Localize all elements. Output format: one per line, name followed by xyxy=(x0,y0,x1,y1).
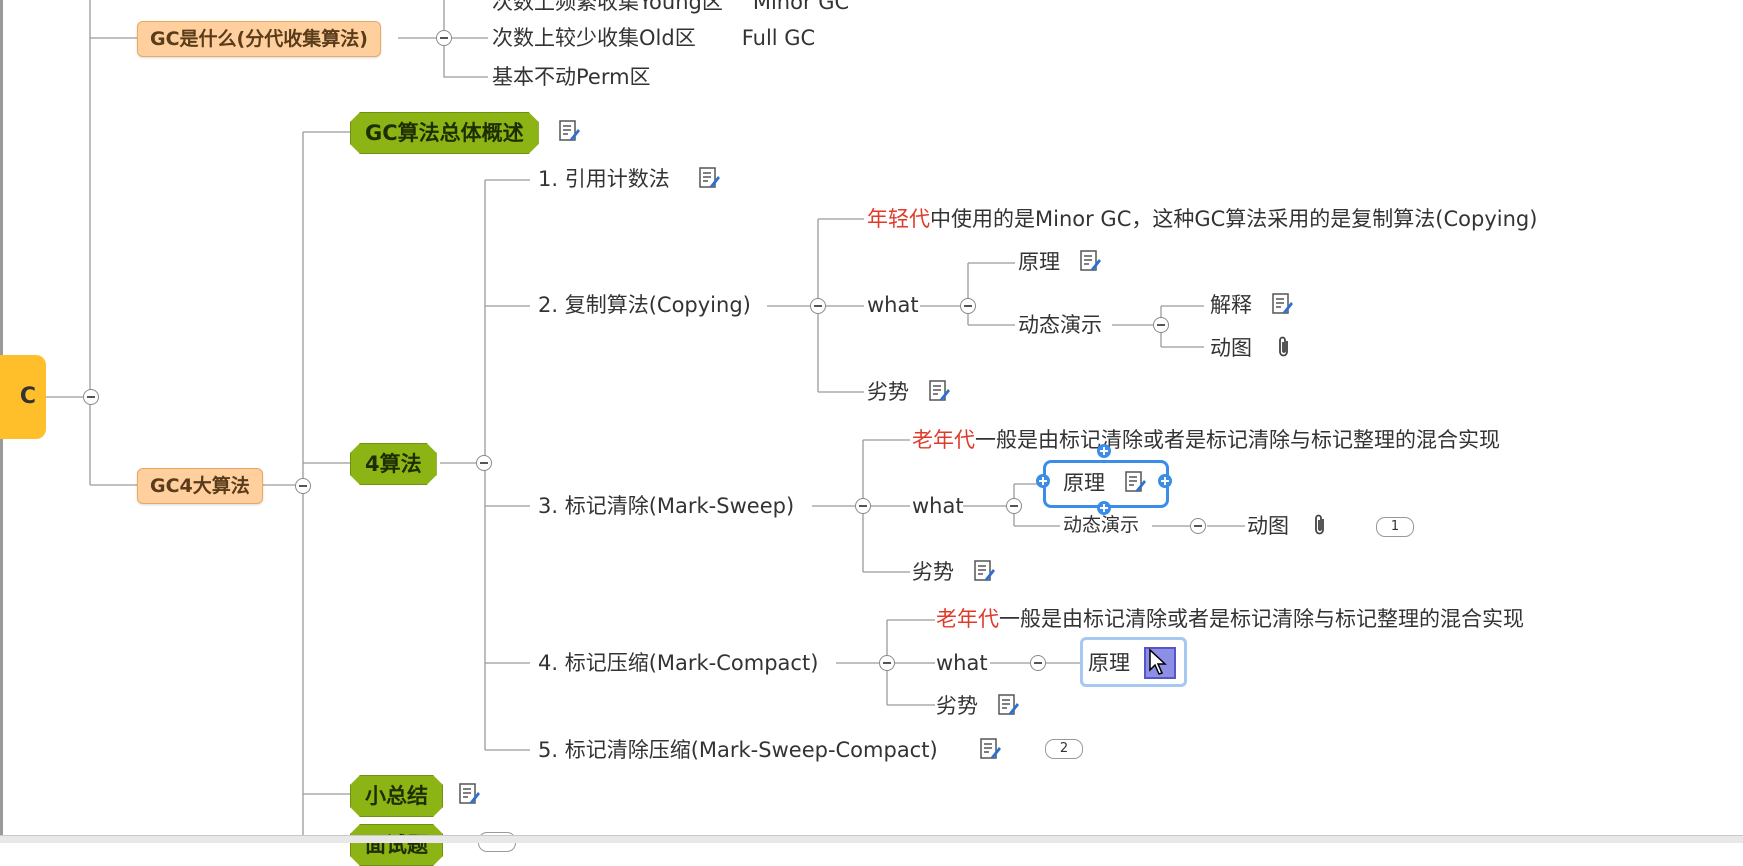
topic-copying-gif[interactable]: 动图 xyxy=(1210,336,1252,360)
topic-interview[interactable]: 面试题 xyxy=(350,824,443,866)
topic-4-algorithms[interactable]: 4算法 xyxy=(350,443,437,485)
topic-gc4-algorithms[interactable]: GC4大算法 xyxy=(137,468,263,504)
count-badge[interactable]: 1 xyxy=(1376,517,1414,537)
note-icon[interactable] xyxy=(1079,250,1101,272)
topic-mark-sweep-demo[interactable]: 动态演示 xyxy=(1063,514,1140,536)
note-icon[interactable] xyxy=(558,120,580,142)
topic-mark-compact-what[interactable]: what xyxy=(936,651,988,675)
note-icon[interactable] xyxy=(928,380,950,402)
topic-gc-what[interactable]: GC是什么(分代收集算法) xyxy=(137,21,381,57)
attachment-icon[interactable] xyxy=(1276,335,1292,359)
topic-mark-sweep-desc[interactable]: 老年代一般是由标记清除或者是标记清除与标记整理的混合实现 xyxy=(912,428,1500,452)
collapse-icon[interactable] xyxy=(476,455,492,471)
topic-gc-overview[interactable]: GC算法总体概述 xyxy=(350,112,539,154)
topic-copying-explain[interactable]: 解释 xyxy=(1210,293,1252,317)
topic-mark-sweep-compact[interactable]: 5. 标记清除压缩(Mark-Sweep-Compact) xyxy=(538,738,938,762)
topic-summary[interactable]: 小总结 xyxy=(350,775,443,817)
collapse-icon[interactable] xyxy=(879,655,895,671)
collapse-icon[interactable] xyxy=(855,498,871,514)
collapse-icon[interactable] xyxy=(810,298,826,314)
collapse-icon[interactable] xyxy=(1030,655,1046,671)
note-icon[interactable] xyxy=(1124,471,1146,493)
topic-mark-sweep-gif[interactable]: 动图 xyxy=(1247,514,1289,538)
cursor-icon xyxy=(1149,648,1167,675)
root-topic[interactable]: C xyxy=(0,355,46,439)
topic-perm-area[interactable]: 基本不动Perm区 xyxy=(492,65,651,89)
resize-handle-bottom[interactable] xyxy=(1097,501,1111,515)
topic-copying-desc[interactable]: 年轻代中使用的是Minor GC，这种GC算法采用的是复制算法(Copying) xyxy=(867,207,1538,231)
collapse-icon[interactable] xyxy=(960,298,976,314)
resize-handle-right[interactable] xyxy=(1158,474,1172,488)
collapse-icon[interactable] xyxy=(295,478,311,494)
topic-copying-principle[interactable]: 原理 xyxy=(1018,250,1060,274)
note-icon[interactable] xyxy=(698,167,720,189)
horizontal-scrollbar[interactable] xyxy=(0,835,1743,843)
topic-mark-compact-desc[interactable]: 老年代一般是由标记清除或者是标记清除与标记整理的混合实现 xyxy=(936,607,1524,631)
note-icon[interactable] xyxy=(458,783,480,805)
topic-mark-sweep-what[interactable]: what xyxy=(912,494,964,518)
topic-copying-demo[interactable]: 动态演示 xyxy=(1018,313,1102,337)
topic-mark-sweep-weakness[interactable]: 劣势 xyxy=(912,560,954,584)
collapse-icon[interactable] xyxy=(1153,317,1169,333)
topic-reference-counting[interactable]: 1. 引用计数法 xyxy=(538,167,670,191)
collapse-icon[interactable] xyxy=(83,389,99,405)
resize-handle-top[interactable] xyxy=(1097,444,1111,458)
collapse-icon[interactable] xyxy=(1006,498,1022,514)
topic-copying[interactable]: 2. 复制算法(Copying) xyxy=(538,293,751,317)
collapse-icon[interactable] xyxy=(1190,518,1206,534)
attachment-icon[interactable] xyxy=(1312,513,1328,537)
connector-lines xyxy=(46,0,1245,842)
topic-mark-sweep-principle[interactable]: 原理 xyxy=(1063,471,1105,495)
topic-copying-weakness[interactable]: 劣势 xyxy=(867,380,909,404)
topic-mark-sweep[interactable]: 3. 标记清除(Mark-Sweep) xyxy=(538,494,795,518)
collapse-icon[interactable] xyxy=(436,30,452,46)
note-icon[interactable] xyxy=(1271,293,1293,315)
note-icon[interactable] xyxy=(997,694,1019,716)
topic-mark-compact-weakness[interactable]: 劣势 xyxy=(936,694,978,718)
note-icon[interactable] xyxy=(973,560,995,582)
note-icon[interactable] xyxy=(979,738,1001,760)
topic-mark-compact[interactable]: 4. 标记压缩(Mark-Compact) xyxy=(538,651,819,675)
topic-copying-what[interactable]: what xyxy=(867,293,919,317)
topic-mark-compact-principle[interactable]: 原理 xyxy=(1088,651,1130,675)
resize-handle-left[interactable] xyxy=(1036,474,1050,488)
count-badge[interactable]: 2 xyxy=(1045,739,1083,759)
